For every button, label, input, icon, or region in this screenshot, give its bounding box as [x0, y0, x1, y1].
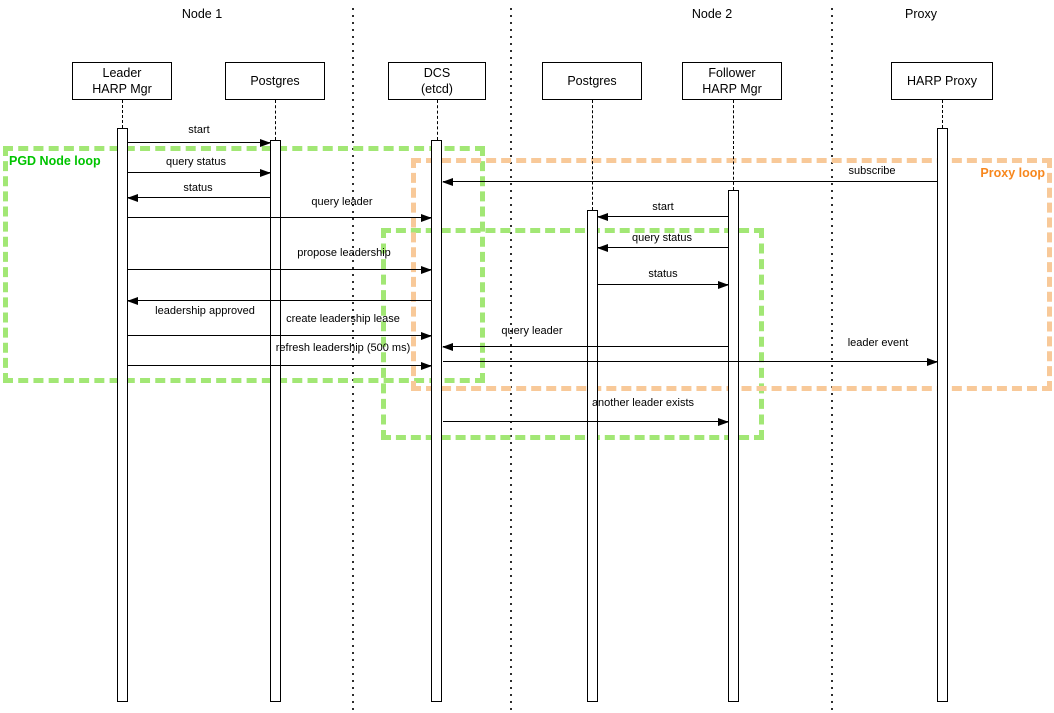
message-arrow-status-2 [598, 280, 729, 289]
message-arrow-leader-event [443, 357, 938, 366]
group-header-node2: Node 2 [691, 7, 733, 21]
message-label-start-1: start [188, 124, 210, 136]
message-label-query-status-2: query status [632, 232, 692, 244]
message-arrow-another-leader-exists [443, 417, 729, 426]
proxy-loop-label: Proxy loop [980, 166, 1045, 180]
lifeline-postgres1 [275, 100, 276, 140]
participant-harp-proxy: HARP Proxy [891, 62, 993, 100]
activation-follower [728, 190, 739, 702]
lifeline-leader [122, 100, 123, 128]
message-label-subscribe: subscribe [848, 165, 896, 177]
activation-postgres2 [587, 210, 598, 702]
message-arrow-propose-leadership [128, 265, 432, 274]
lifeline-postgres2 [592, 100, 593, 210]
group-separator [352, 8, 354, 713]
group-separator [510, 8, 512, 713]
pgd-node-loop-frame-2 [381, 228, 764, 440]
participant-leader-harp-mgr: Leader HARP Mgr [72, 62, 172, 100]
message-arrow-query-status-1 [128, 168, 271, 177]
message-label-query-leader-1: query leader [311, 196, 373, 208]
lifeline-proxy [942, 100, 943, 128]
participant-dcs-etcd: DCS (etcd) [388, 62, 486, 100]
message-arrow-query-leader-1 [128, 213, 432, 222]
message-arrow-refresh-leadership [128, 361, 432, 370]
message-arrow-query-status-2 [597, 243, 728, 252]
participant-postgres-node1: Postgres [225, 62, 325, 100]
group-header-node1: Node 1 [181, 7, 223, 21]
lifeline-dcs [437, 100, 438, 140]
message-label-leadership-approved: leadership approved [155, 305, 255, 317]
message-arrow-create-leadership-lease [128, 331, 432, 340]
message-label-start-2: start [652, 201, 674, 213]
pgd-node-loop-frame-1: PGD Node loop [3, 146, 485, 383]
message-label-status-2: status [648, 268, 678, 280]
message-arrow-start-2 [597, 212, 728, 221]
group-separator [831, 8, 833, 713]
message-label-another-leader-exists: another leader exists [591, 397, 695, 409]
pgd-node-loop-label: PGD Node loop [9, 154, 101, 168]
group-header-proxy: Proxy [905, 7, 937, 21]
activation-dcs [431, 140, 442, 702]
message-label-refresh-leadership: refresh leadership (500 ms) [275, 342, 411, 354]
message-label-status-1: status [183, 182, 213, 194]
message-arrow-query-leader-2 [442, 342, 728, 351]
message-arrow-status-1 [127, 193, 270, 202]
participant-postgres-node2: Postgres [542, 62, 642, 100]
message-label-propose-leadership: propose leadership [297, 247, 391, 259]
message-label-leader-event: leader event [847, 337, 909, 349]
message-label-create-leadership-lease: create leadership lease [286, 313, 400, 325]
participant-follower-harp-mgr: Follower HARP Mgr [682, 62, 782, 100]
activation-postgres1 [270, 140, 281, 702]
activation-leader [117, 128, 128, 702]
activation-proxy [937, 128, 948, 702]
message-label-query-status-1: query status [166, 156, 226, 168]
message-arrow-leadership-approved [127, 296, 431, 305]
message-arrow-start-1 [128, 138, 271, 147]
message-label-query-leader-2: query leader [501, 325, 563, 337]
lifeline-follower [733, 100, 734, 190]
message-arrow-subscribe [442, 177, 937, 186]
